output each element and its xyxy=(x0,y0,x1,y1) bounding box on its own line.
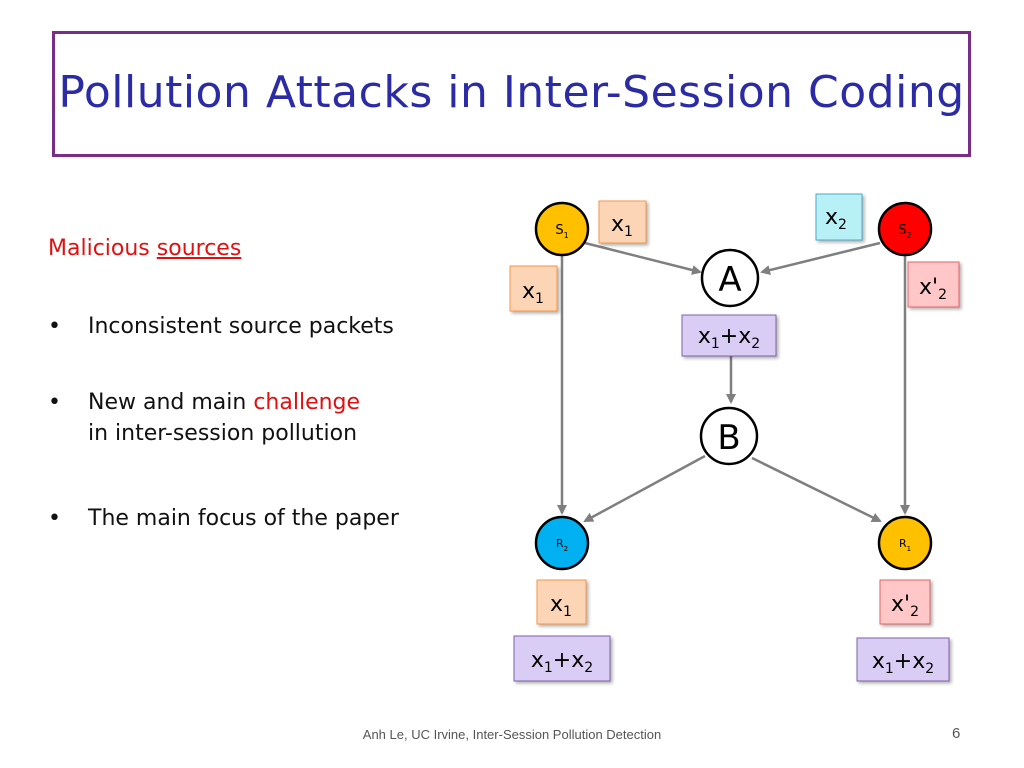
packet-sum-sub: 2 xyxy=(584,660,593,676)
packet-sum-sub: 2 xyxy=(751,336,760,352)
packet-sum-x: x xyxy=(531,648,544,673)
node-s2-circle xyxy=(877,201,933,257)
svg-text:R1: R1 xyxy=(899,537,911,553)
node-a-circle xyxy=(700,248,760,308)
packet-sum-sub: 2 xyxy=(925,661,934,677)
packet-sum-x: x xyxy=(912,649,925,674)
svg-text:x2: x2 xyxy=(825,205,847,233)
packet-sum-x: x xyxy=(571,648,584,673)
section-heading: Malicious sources xyxy=(48,236,241,261)
node-r1-circle xyxy=(877,515,933,571)
packet-sum-r1: x1+x2 xyxy=(856,637,950,682)
edge-b-r1 xyxy=(751,456,882,523)
bullet-highlight: challenge xyxy=(253,390,361,415)
bullet-3: • The main focus of the paper xyxy=(48,503,399,534)
packet-sum-plus: + xyxy=(894,649,912,674)
node-b: B xyxy=(699,406,759,466)
packet-base: x' xyxy=(891,592,910,617)
packet-sum-sub: 1 xyxy=(885,661,894,677)
bullet-line1-prefix: New and main xyxy=(88,390,254,415)
bullet-line2: in inter-session pollution xyxy=(88,421,358,446)
svg-text:x1: x1 xyxy=(550,592,572,620)
packet-base: x xyxy=(522,279,535,304)
packet-base: x xyxy=(611,212,624,237)
bullet-1: • Inconsistent source packets xyxy=(48,311,394,342)
bullet-text: The main focus of the paper xyxy=(88,506,399,531)
edge-s2-a xyxy=(760,241,881,275)
slide-footer: Anh Le, UC Irvine, Inter-Session Polluti… xyxy=(362,727,662,742)
heading-prefix: Malicious xyxy=(48,236,157,261)
packet-x2-s2: x2 xyxy=(815,193,863,241)
node-s1: S1 xyxy=(534,201,590,257)
packet-sum-plus: + xyxy=(553,648,571,673)
packet-sum-x: x xyxy=(738,324,751,349)
packet-sum-a: x1+x2 xyxy=(681,314,777,357)
bullet-marker: • xyxy=(48,314,61,339)
packet-sub: 2 xyxy=(838,217,847,233)
bullet-marker: • xyxy=(48,390,61,415)
packet-x1-s1: x1 xyxy=(598,200,647,244)
node-r1-sub: 1 xyxy=(907,545,911,553)
packet-base: x' xyxy=(919,275,938,300)
node-s1-label: S xyxy=(555,223,563,238)
node-r2: R2 xyxy=(534,515,590,571)
packet-sub: 2 xyxy=(938,287,947,303)
slide-title: Pollution Attacks in Inter-Session Codin… xyxy=(58,67,965,118)
svg-text:x1+x2: x1+x2 xyxy=(698,324,760,352)
svg-text:S1: S1 xyxy=(555,223,568,240)
bullet-2: • New and main challenge in inter-session … xyxy=(48,387,360,449)
packet-sub: 1 xyxy=(624,224,633,240)
packet-sub: 2 xyxy=(910,604,919,620)
node-s2-label: S xyxy=(898,223,906,238)
node-s1-sub: 1 xyxy=(564,231,569,240)
node-r2-label: R xyxy=(556,537,564,550)
svg-text:x1+x2: x1+x2 xyxy=(872,649,934,677)
svg-text:x1+x2: x1+x2 xyxy=(531,648,593,676)
packet-x1-r2: x1 xyxy=(536,579,587,625)
node-s2-sub: 2 xyxy=(907,231,912,240)
node-r2-sub: 2 xyxy=(564,545,568,553)
title-box: Pollution Attacks in Inter-Session Codin… xyxy=(52,31,971,157)
svg-text:S2: S2 xyxy=(898,223,911,240)
node-b-label: B xyxy=(717,418,740,458)
node-r1-label: R xyxy=(899,537,907,550)
packet-sum-x: x xyxy=(698,324,711,349)
packet-x1-left: x1 xyxy=(509,265,558,312)
packet-sum-r2: x1+x2 xyxy=(513,635,611,682)
node-r2-circle xyxy=(534,515,590,571)
packet-sum-sub: 1 xyxy=(711,336,720,352)
edge-b-r2 xyxy=(583,454,706,523)
node-r1: R1 xyxy=(877,515,933,571)
svg-text:x'2: x'2 xyxy=(919,275,947,303)
bullet-text: Inconsistent source packets xyxy=(88,314,394,339)
packet-base: x xyxy=(550,592,563,617)
packet-x2-prime-right: x'2 xyxy=(907,261,960,308)
svg-text:x1: x1 xyxy=(522,279,544,307)
node-b-circle xyxy=(699,406,759,466)
packet-base: x xyxy=(825,205,838,230)
node-s2: S2 xyxy=(877,201,933,257)
node-s1-circle xyxy=(534,201,590,257)
svg-text:R2: R2 xyxy=(556,537,568,553)
packet-sub: 1 xyxy=(563,604,572,620)
bullet-text: New and main challenge in inter-session p… xyxy=(88,387,360,449)
node-a-label: A xyxy=(718,260,741,300)
heading-emphasis: sources xyxy=(156,236,242,261)
packet-sum-sub: 1 xyxy=(544,660,553,676)
bullet-marker: • xyxy=(48,506,61,531)
node-a: A xyxy=(700,248,760,308)
edge-s1-a xyxy=(584,241,702,275)
packet-x2-prime-r1: x'2 xyxy=(879,579,931,625)
packet-sum-x: x xyxy=(872,649,885,674)
packet-sum-plus: + xyxy=(720,324,738,349)
svg-text:x1: x1 xyxy=(611,212,633,240)
page-number: 6 xyxy=(952,725,961,742)
packet-sub: 1 xyxy=(535,291,544,307)
svg-text:x'2: x'2 xyxy=(891,592,919,620)
